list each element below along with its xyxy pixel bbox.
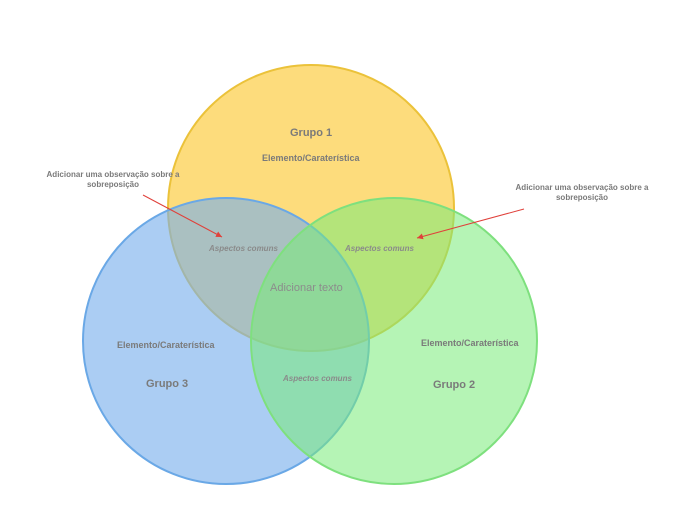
overlap-1-3-label: Aspectos comuns	[209, 244, 278, 253]
group-2-title: Grupo 2	[433, 379, 476, 391]
center-text[interactable]: Adicionar texto	[270, 282, 343, 294]
overlap-2-3-label: Aspectos comuns	[283, 374, 352, 383]
arrow-right-note	[416, 208, 525, 240]
group-3-title: Grupo 3	[146, 378, 189, 390]
note-left[interactable]: Adicionar uma observação sobre a sobrepo…	[46, 170, 180, 189]
arrow-left-note	[142, 194, 223, 238]
overlap-1-2-label: Aspectos comuns	[345, 244, 414, 253]
circle-group-2[interactable]	[250, 197, 538, 485]
note-right[interactable]: Adicionar uma observação sobre a sobrepo…	[515, 183, 649, 202]
group-1-title: Grupo 1	[290, 127, 333, 139]
group-1-element: Elemento/Caraterística	[262, 153, 360, 163]
group-2-element: Elemento/Caraterística	[421, 338, 519, 348]
group-3-element: Elemento/Caraterística	[117, 340, 215, 350]
